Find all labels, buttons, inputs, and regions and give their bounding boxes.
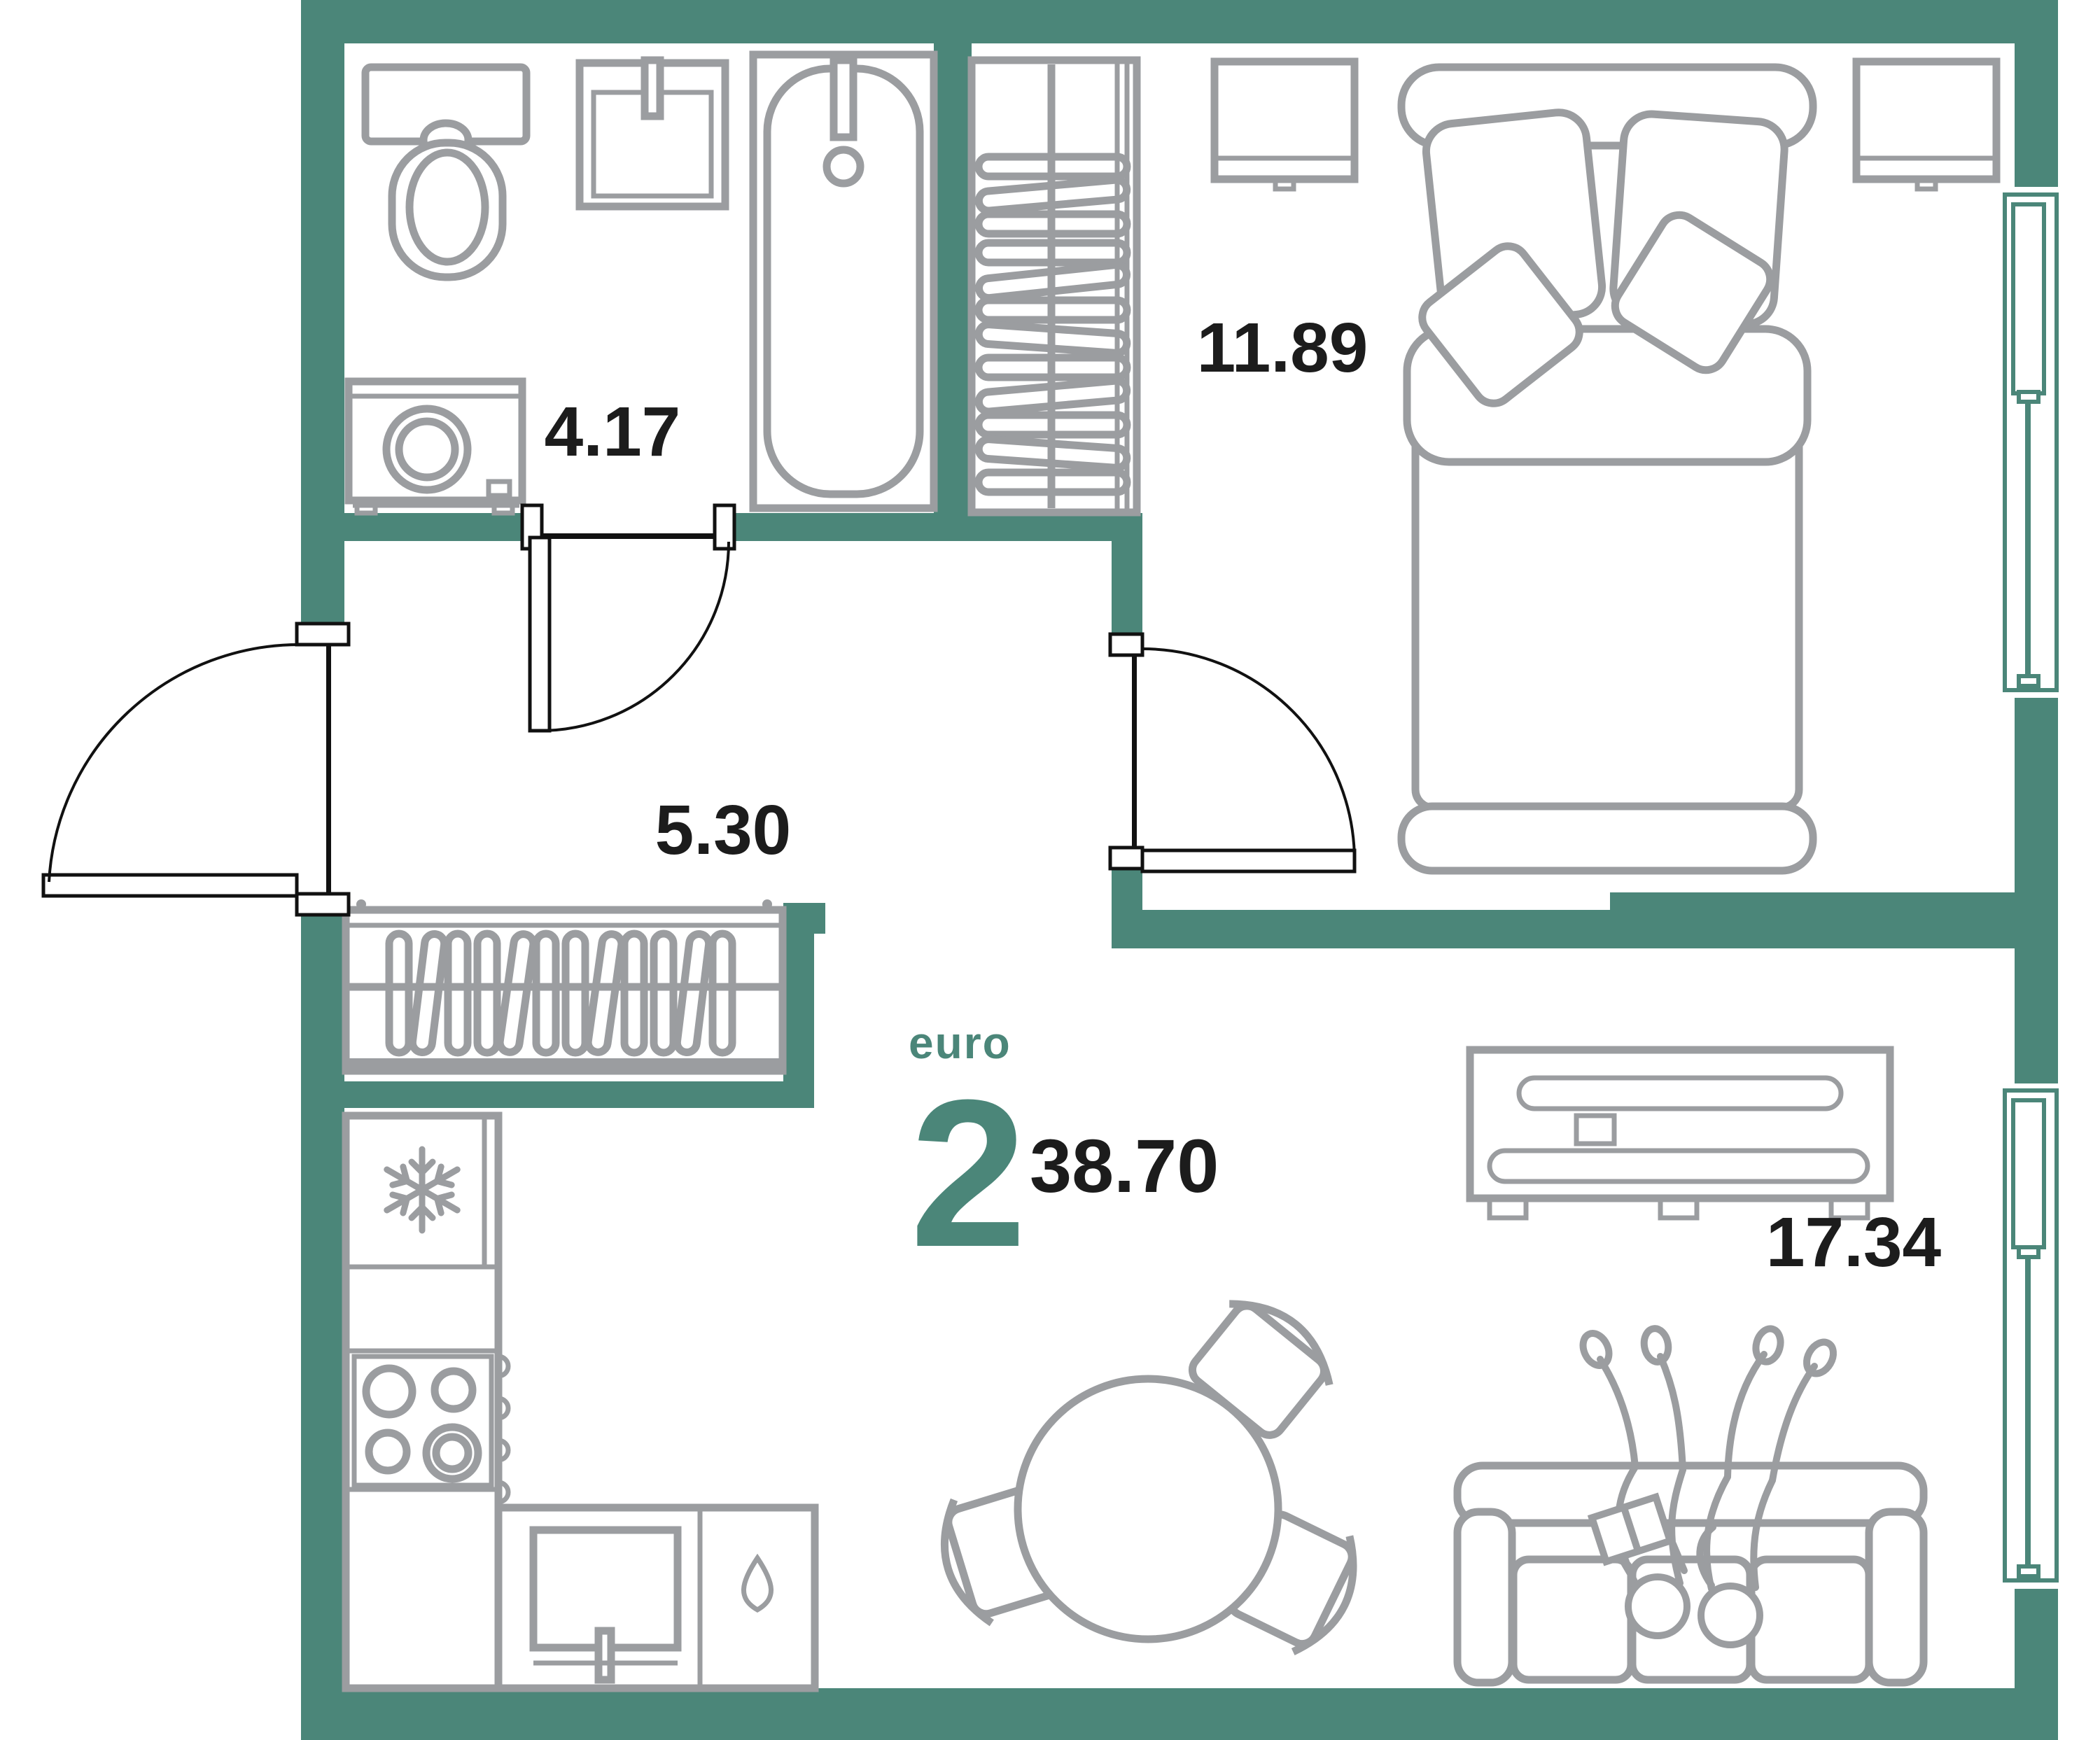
apartment-type-label: euro [909,1018,1011,1068]
bed-footboard [1397,802,1817,875]
hallway-wardrobe [342,899,787,1075]
hanger-coils [974,153,1131,496]
bedroom-wardrobe [967,56,1141,517]
person-lying [1696,1325,1837,1648]
door-post [295,622,351,647]
hallway-area-label: 5.30 [655,791,792,869]
doors [41,503,1357,917]
room-count-label: 2 [910,1055,1027,1291]
bedroom [967,56,2001,875]
nightstand-left [1210,57,1359,192]
walls [301,0,2058,1740]
sofa [1453,1325,1928,1687]
bathroom-area-label: 4.17 [545,393,681,471]
wall-bottom [301,1688,2058,1740]
water-drop-icon [741,1553,774,1613]
entrance-door-swing [48,643,302,883]
bedroom-door-leaf [1140,848,1357,873]
living-window [2003,1083,2059,1589]
wall-tv-thin [1112,910,1610,948]
wall-bathroom-right [934,43,972,513]
pillow-right-small [1611,211,1774,374]
stove [346,1348,511,1505]
door-post [713,503,736,551]
wall-bathroom-bottom-left [344,513,524,541]
wall-hall-pillar-notch [783,903,825,934]
wall-hall-pillar [783,903,814,1108]
total-area-label: 38.70 [1030,1123,1219,1208]
person-reading [1579,1325,1690,1639]
door-post [295,892,351,917]
wall-tv-thick [1610,892,2015,948]
labels: 4.17 11.89 5.30 17.34 euro 2 38.70 [545,309,1942,1291]
wall-right-middle [2015,696,2058,1083]
entrance-door [41,622,351,917]
wall-bathroom-bottom-right [734,513,1112,541]
bathroom-door-leaf [528,535,552,733]
bathtub [749,50,938,512]
toilet [361,63,531,281]
bedroom-door [1108,632,1357,873]
wall-left-upper [301,0,344,625]
bedroom-area-label: 11.89 [1197,309,1368,387]
bathroom [344,50,938,516]
washing-machine [344,377,526,516]
pillow-left-small [1418,242,1583,407]
snowflake-icon [384,1146,461,1234]
kitchen-counter-row [494,1503,819,1692]
apartment-title: euro 2 38.70 [909,1018,1219,1291]
wall-right-bottom [2015,1587,2058,1740]
wall-hall-bottom [344,1081,814,1108]
door-post [1108,632,1144,657]
bedroom-door-swing [1142,647,1356,862]
wall-bedroom-upper [1112,513,1142,636]
tv-cabinet [1466,1046,1894,1221]
bathroom-door [520,503,736,733]
entrance-door-leaf [41,873,299,898]
round-table [1014,1375,1282,1643]
windows [2003,187,2059,1589]
bedroom-window [2003,187,2059,698]
living-area-label: 17.34 [1766,1203,1942,1282]
wall-right-top [2015,0,2058,187]
hanger-coils [385,929,736,1057]
bathroom-door-swing [539,541,730,732]
door-post [1108,846,1144,871]
wall-top [301,0,2058,43]
bed [1397,63,1817,875]
dining-set [941,1300,1357,1655]
wall-left-lower [301,915,344,1740]
kitchen-sink [529,1526,682,1684]
bathroom-sink [575,56,729,211]
book [1587,1492,1675,1566]
fridge [346,1116,498,1270]
nightstand-right [1852,57,2001,192]
kitchen [342,1111,819,1692]
stove-knobs [498,1354,511,1505]
